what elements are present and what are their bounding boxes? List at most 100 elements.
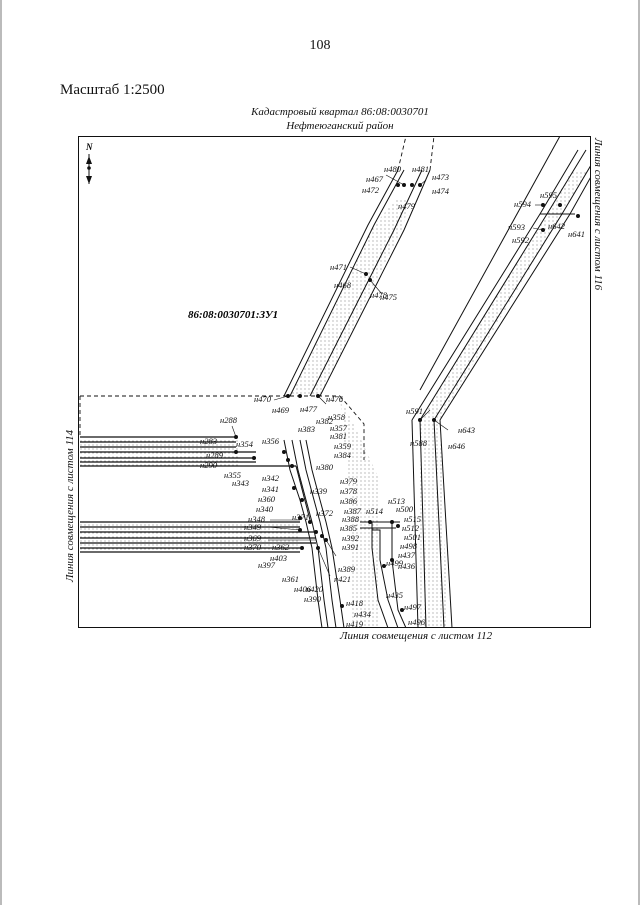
point-label-н385: н385	[340, 523, 357, 533]
district-title: Нефтеюганский район	[286, 120, 394, 132]
sheet-join-bottom: Линия совмещения с листом 112	[340, 630, 493, 642]
point-label-н383: н383	[298, 424, 315, 434]
point-label-н380: н380	[316, 462, 334, 472]
point-label-н497: н497	[404, 602, 422, 612]
corridor-fill-upper	[290, 200, 408, 396]
point-label-н469: н469	[272, 405, 290, 415]
point-label-н499: н499	[386, 558, 404, 568]
point-label-н419: н419	[346, 619, 364, 629]
point-label-н390: н390	[304, 594, 322, 604]
point-label-н468: н468	[334, 280, 352, 290]
parcel-label: 86:08:0030701:ЗУ1	[188, 309, 278, 321]
point-label-н470: н470	[254, 394, 272, 404]
point-label-н359: н359	[334, 441, 352, 451]
point-label-н387: н387	[344, 506, 362, 516]
point-label-н339: н339	[310, 486, 328, 496]
corridor-fill-left-lower	[80, 522, 300, 552]
point-label-н356: н356	[262, 436, 280, 446]
point-label-н360: н360	[258, 494, 276, 504]
point-label-н471: н471	[330, 262, 347, 272]
point-label-н472: н472	[362, 185, 380, 195]
point-label-н397: н397	[258, 560, 276, 570]
point-label-н386: н386	[340, 496, 358, 506]
point-label-н498: н498	[400, 541, 418, 551]
point-label-н479: н479	[398, 201, 416, 211]
point-label-н420: н420	[306, 584, 324, 594]
point-label-н343: н343	[232, 478, 249, 488]
point-labels: н480 н481 н467 н473 н472 н474 н479 н471 н468 н478…	[200, 164, 585, 629]
point-label-н382: н382	[316, 416, 334, 426]
point-label-н289: н289	[206, 450, 224, 460]
corridor-fill-right-lower	[420, 420, 448, 628]
point-label-н435: н435	[386, 590, 403, 600]
point-label-н473: н473	[432, 172, 449, 182]
point-label-н476: н476	[326, 394, 344, 404]
point-label-н512: н512	[402, 523, 420, 533]
point-label-н406: н406	[294, 584, 312, 594]
svg-text:N: N	[85, 142, 93, 152]
map-frame	[78, 136, 591, 628]
point-label-н388: н388	[342, 514, 360, 524]
point-label-н475: н475	[380, 292, 397, 302]
north-arrow-icon: N	[85, 142, 93, 184]
point-label-н643: н643	[458, 425, 475, 435]
point-label-н391: н391	[342, 542, 359, 552]
point-label-н283: н283	[200, 436, 217, 446]
point-label-н349: н349	[244, 522, 262, 532]
point-label-н379: н379	[340, 476, 358, 486]
point-label-н361: н361	[282, 574, 299, 584]
point-label-н500: н500	[396, 504, 414, 514]
point-label-н340: н340	[256, 504, 274, 514]
point-label-н288: н288	[220, 415, 238, 425]
point-label-н370: н370	[244, 542, 262, 552]
point-label-н646: н646	[448, 441, 466, 451]
point-label-н392: н392	[342, 533, 360, 543]
scale-label: Масштаб 1:2500	[60, 82, 165, 98]
sheet-join-right: Линия совмещения с листом 116	[592, 138, 604, 291]
point-label-н434: н434	[354, 609, 372, 619]
point-label-н358: н358	[328, 412, 346, 422]
corridor-fill-center	[340, 396, 380, 628]
point-label-н341: н341	[262, 484, 279, 494]
point-label-н642: н642	[548, 221, 566, 231]
point-label-н496: н496	[408, 617, 426, 627]
point-label-н357: н357	[330, 423, 348, 433]
point-label-н421: н421	[334, 574, 351, 584]
point-label-н389: н389	[338, 564, 356, 574]
point-label-н641: н641	[568, 229, 585, 239]
scan-edge-right	[638, 0, 640, 905]
point-label-н588: н588	[410, 438, 428, 448]
point-label-н478: н478	[370, 290, 388, 300]
point-label-н591: н591	[406, 406, 423, 416]
point-label-н515: н515	[404, 514, 421, 524]
point-label-н378: н378	[340, 486, 358, 496]
point-label-н501: н501	[404, 532, 421, 542]
sheet-join-left: Линия совмещения с листом 114	[64, 429, 76, 582]
point-label-н372: н372	[316, 508, 334, 518]
point-label-н481: н481	[412, 164, 429, 174]
point-label-н513: н513	[388, 496, 405, 506]
cadastral-quarter-title: Кадастровый квартал 86:08:0030701	[251, 106, 429, 118]
page-number: 108	[309, 38, 331, 53]
point-label-н480: н480	[384, 164, 402, 174]
point-label-н381: н381	[330, 431, 347, 441]
point-label-н369: н369	[244, 533, 262, 543]
point-label-н593: н593	[508, 222, 525, 232]
point-label-н467: н467	[366, 174, 384, 184]
scan-edge-left	[0, 0, 2, 905]
point-label-н418: н418	[346, 598, 364, 608]
point-label-н354: н354	[236, 439, 254, 449]
point-label-н595: н595	[540, 190, 557, 200]
point-label-н594: н594	[514, 199, 532, 209]
point-label-н474: н474	[432, 186, 450, 196]
point-label-н477: н477	[300, 404, 318, 414]
point-label-н592: н592	[512, 235, 530, 245]
point-label-н355: н355	[224, 470, 241, 480]
point-label-н348: н348	[248, 514, 266, 524]
point-label-н437: н437	[398, 550, 416, 560]
point-label-н371: н371	[292, 512, 309, 522]
point-label-н290: н290	[200, 460, 218, 470]
point-label-н514: н514	[366, 506, 384, 516]
point-label-н403: н403	[270, 553, 287, 563]
